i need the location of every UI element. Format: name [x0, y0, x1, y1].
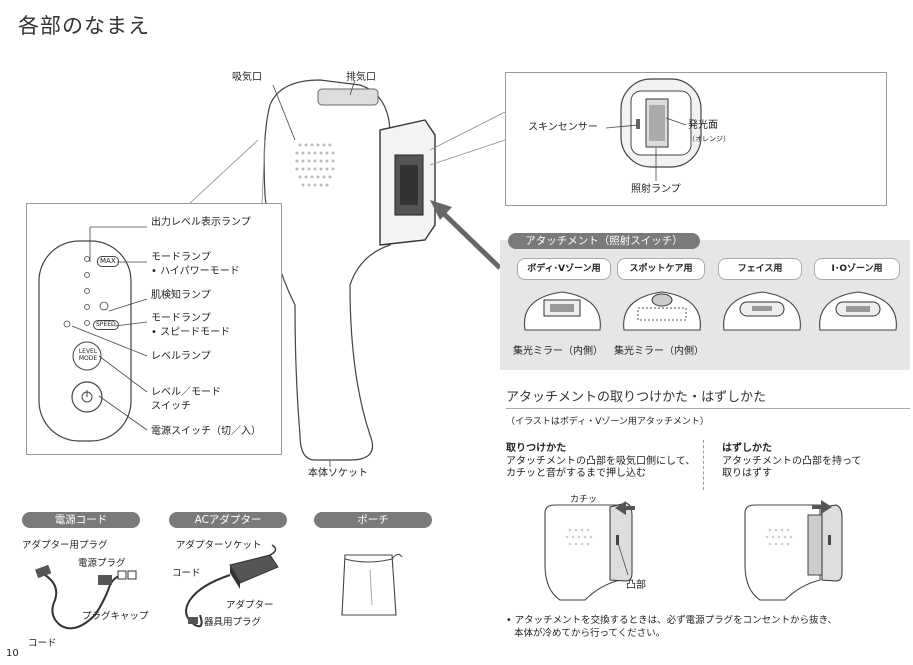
- skin-detect-lamp-label: 肌検知ランプ: [151, 290, 211, 301]
- note-line-2: 本体が冷めてから行ってください。: [514, 628, 666, 639]
- attachment-tab-spot: スポットケア用: [617, 258, 705, 280]
- mode-lamp-label-1: モードランプ: [151, 252, 211, 263]
- exhaust-label: 排気口: [346, 72, 376, 83]
- level-mode-switch-label-2: スイッチ: [151, 401, 191, 412]
- power-plug-label: 電源プラグ: [78, 558, 126, 569]
- pouch-header: ポーチ: [314, 512, 432, 528]
- power-cord-illustration: [35, 564, 137, 630]
- ac-adapter-header: ACアダプター: [169, 512, 287, 528]
- speed-mode-label: • スピードモード: [151, 327, 231, 338]
- level-lamp-label: レベルランプ: [151, 351, 211, 362]
- output-level-lamp-label: 出力レベル表示ランプ: [151, 217, 251, 228]
- attachment-tab-body: ボディ･Vゾーン用: [517, 258, 611, 280]
- howto-heading: アタッチメントの取りつけかた・はずしかた: [506, 390, 767, 405]
- howto-subheading: （イラストはボディ・Vゾーン用アタッチメント）: [506, 417, 709, 427]
- ac-cord-label: コード: [172, 568, 201, 579]
- body-socket-label: 本体ソケット: [308, 468, 368, 479]
- sensor-callouts: [605, 117, 687, 181]
- attachments-header: アタッチメント（照射スイッチ）: [508, 233, 700, 249]
- mirror-label-2: 集光ミラー（内側）: [614, 346, 704, 357]
- protrusion-label: 凸部: [626, 580, 646, 591]
- max-badge: MAX: [97, 256, 119, 267]
- power-switch-label: 電源スイッチ（切／入）: [151, 426, 261, 437]
- howto-divider: [506, 408, 910, 409]
- plug-cap-label: プラグキャップ: [82, 611, 149, 622]
- click-sound-label: カチッ: [570, 495, 598, 505]
- sensor-head: [620, 78, 702, 168]
- detach-line-2: 取りはずす: [722, 468, 772, 479]
- control-panel: [38, 240, 132, 442]
- skin-sensor-label: スキンセンサー: [528, 122, 598, 133]
- level-mode-button[interactable]: LEVEL MODE: [78, 348, 98, 362]
- page-title: 各部のなまえ: [18, 14, 150, 38]
- detach-illustration: [744, 500, 843, 601]
- note-line-1: • アタッチメントを交換するときは、必ず電源プラグをコンセントから抜き、: [506, 615, 837, 626]
- adapter-plug-label: アダプター用プラグ: [22, 540, 108, 551]
- intake-label: 吸気口: [232, 72, 262, 83]
- adapter-label: アダプター: [226, 600, 274, 611]
- howto-column-divider: [703, 440, 704, 490]
- cord-label-1: コード: [28, 638, 57, 649]
- attach-line-1: アタッチメントの凸部を吸気口側にして、: [506, 456, 696, 467]
- ac-adapter-illustration: [185, 544, 279, 628]
- mode-lamp-label-2: モードランプ: [151, 313, 211, 324]
- device-plug-label: 器具用プラグ: [204, 617, 262, 628]
- panel-callout-lines: [71, 226, 148, 431]
- irradiation-lamp-label: 照射ランプ: [631, 184, 681, 195]
- attachment-tab-io: I･Oゾーン用: [814, 258, 900, 280]
- cord-header: 電源コード: [22, 512, 140, 528]
- pouch-illustration: [341, 553, 403, 616]
- attachment-icons: [523, 291, 897, 331]
- page-number: 10: [6, 648, 19, 659]
- level-mode-switch-label-1: レベル／モード: [151, 387, 221, 398]
- high-power-mode-label: • ハイパワーモード: [151, 266, 240, 277]
- attach-title: 取りつけかた: [506, 443, 567, 454]
- attach-line-2: カチッと音がするまで押し込む: [506, 468, 646, 479]
- speed-badge: SPEED: [93, 320, 119, 330]
- attach-illustration: [544, 501, 635, 601]
- device-illustration: [263, 79, 436, 467]
- detach-line-1: アタッチメントの凸部を持って: [722, 456, 862, 467]
- sensor-inset-box: スキンセンサー 発光面 （オレンジ） 照射ランプ: [505, 72, 887, 206]
- detach-title: はずしかた: [722, 443, 772, 454]
- mirror-label-1: 集光ミラー（内側）: [513, 346, 603, 357]
- light-surface-note: （オレンジ）: [688, 135, 730, 143]
- control-panel-box: MAX SPEED LEVEL MODE 出力レベル表示ランプ モードランプ •…: [26, 203, 282, 455]
- light-surface-label: 発光面: [688, 120, 718, 131]
- attachment-tab-face: フェイス用: [718, 258, 802, 280]
- adapter-socket-label: アダプターソケット: [176, 540, 262, 551]
